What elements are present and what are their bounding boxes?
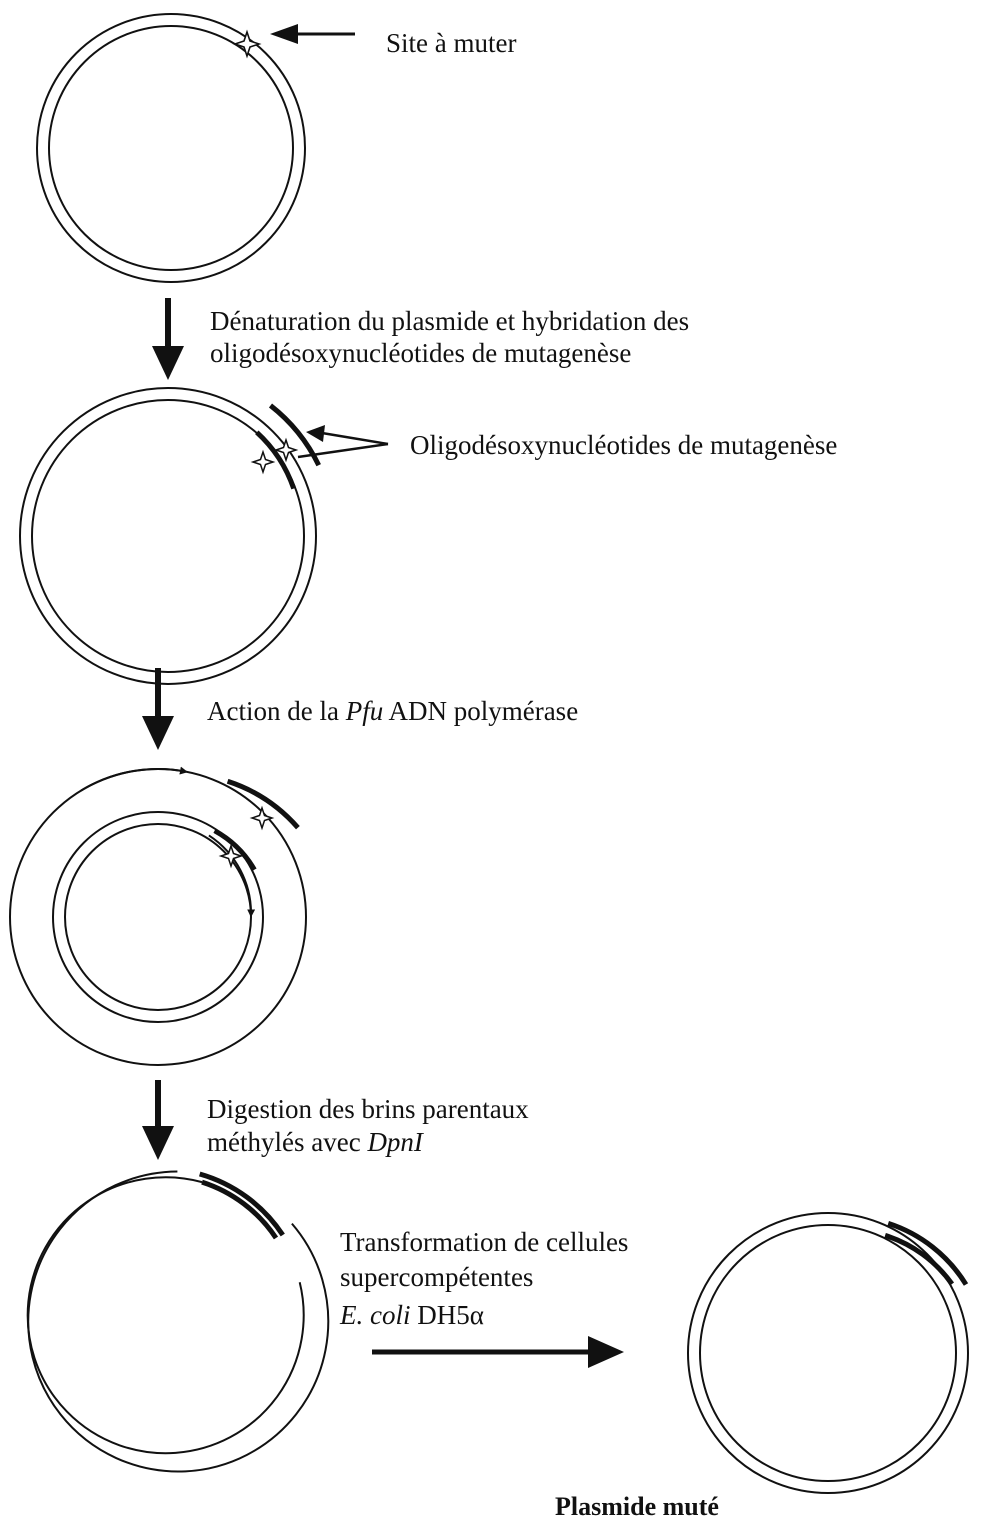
plasmid-polymerase (9, 766, 307, 1066)
oligo-star-outer-icon (273, 437, 299, 463)
plasmid-nicked (26, 1170, 330, 1473)
down-arrow-1 (152, 298, 184, 380)
oligo-pointer-arrows (297, 425, 389, 459)
transformation-arrow (372, 1336, 624, 1368)
plasmid-denatured (19, 387, 317, 685)
label-step3-line2: méthylés avec DpnI (207, 1127, 423, 1157)
label-step4-line3: E. coli DH5α (340, 1300, 484, 1330)
site-pointer-arrow (270, 24, 355, 44)
oligo-strands (255, 403, 321, 490)
label-result: Plasmide muté (555, 1492, 719, 1521)
label-step4-line2: supercompétentes (340, 1262, 534, 1292)
down-arrow-3 (142, 1080, 174, 1160)
label-oligos: Oligodésoxynucléotides de mutagenèse (410, 430, 838, 460)
label-step2: Action de la Pfu ADN polymérase (207, 696, 579, 726)
plasmid-initial (36, 13, 306, 283)
mutant-strands-nicked (199, 1171, 285, 1240)
label-step1-line2: oligodésoxynucléotides de mutagenèse (210, 338, 632, 368)
mutant-strands (884, 1221, 969, 1286)
new-strand-star-outer-icon (249, 805, 275, 831)
label-step3-line1: Digestion des brins parentaux (207, 1094, 529, 1124)
oligo-star-inner-icon (250, 449, 276, 475)
label-site: Site à muter (386, 28, 517, 58)
plasmid-mutated (687, 1212, 969, 1494)
synthesized-strands (213, 778, 300, 871)
label-step4-line1: Transformation de cellules (340, 1227, 629, 1257)
down-arrow-2 (142, 668, 174, 750)
new-strand-star-inner-icon (218, 843, 244, 869)
mutation-site-star-icon (232, 29, 262, 59)
label-step1-line1: Dénaturation du plasmide et hybridation … (210, 306, 690, 336)
